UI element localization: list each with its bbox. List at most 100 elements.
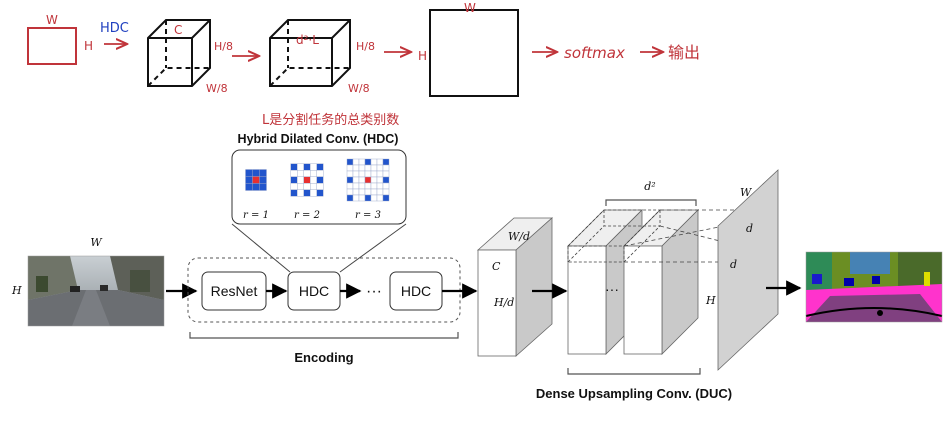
sketch-cube-1 bbox=[147, 19, 211, 87]
feature-w-label: W/d bbox=[508, 230, 530, 243]
grid-label-r2: r = 2 bbox=[294, 210, 320, 221]
grid-cell-r3 bbox=[352, 176, 360, 184]
grid-cell-r2 bbox=[297, 176, 304, 184]
grid-cell-r3 bbox=[364, 182, 372, 190]
grid-cell-r1 bbox=[259, 169, 267, 177]
hdc-panel-title: Hybrid Dilated Conv. (HDC) bbox=[238, 132, 399, 146]
output-label: 输出 bbox=[668, 43, 700, 62]
sketch-w-label: W bbox=[46, 13, 58, 27]
grid-cell-r3 bbox=[376, 164, 384, 172]
grid-cell-r3 bbox=[352, 164, 360, 172]
sketch-output-square bbox=[429, 9, 519, 97]
feature-h-label: H/d bbox=[493, 296, 514, 309]
grid-cell-r2 bbox=[290, 189, 298, 197]
grid-cell-r3 bbox=[358, 182, 366, 190]
grid-cell-r3 bbox=[352, 188, 360, 196]
grid-cell-r2 bbox=[303, 189, 311, 197]
grid-cell-r3 bbox=[346, 194, 354, 202]
output-h-label: H bbox=[705, 294, 716, 307]
hdc-grids bbox=[245, 158, 390, 202]
encoding-ellipsis: ··· bbox=[366, 283, 382, 300]
grid-cell-r3 bbox=[370, 164, 378, 172]
grid-cell-r3 bbox=[364, 170, 372, 178]
grid-cell-r3 bbox=[346, 158, 354, 166]
grid-cell-r3 bbox=[382, 182, 390, 190]
grid-cell-r3 bbox=[358, 176, 366, 184]
input-street-image bbox=[27, 255, 165, 327]
duc-ellipsis: ··· bbox=[605, 281, 619, 297]
input-w-label: W bbox=[90, 236, 103, 249]
note-total-classes: L是分割任务的总类别数 bbox=[262, 112, 399, 128]
grid-cell-r3 bbox=[358, 158, 366, 166]
cube1-w-label: W/8 bbox=[206, 82, 228, 95]
grid-cell-r3 bbox=[364, 164, 372, 172]
grid-cell-r1 bbox=[259, 183, 267, 191]
duc-brace bbox=[567, 368, 701, 375]
grid-label-r3: r = 3 bbox=[355, 210, 381, 221]
cube2-top-label: d²·L bbox=[296, 33, 319, 47]
sketch-h-label: H bbox=[84, 39, 93, 53]
grid-cell-r3 bbox=[352, 182, 360, 190]
grid-cell-r2 bbox=[297, 189, 304, 197]
grid-cell-r2 bbox=[297, 163, 304, 171]
grid-cell-r2 bbox=[316, 189, 324, 197]
grid-cell-r3 bbox=[346, 188, 354, 196]
grid-cell-r2 bbox=[310, 170, 317, 177]
grid-cell-r3 bbox=[352, 194, 360, 202]
handwritten-annotations: W H HDC C H/8 W/8 d²·L H/8 W/8 W H softm… bbox=[27, 1, 700, 128]
grid-label-r1: r = 1 bbox=[243, 210, 269, 221]
grid-cell-r2 bbox=[303, 163, 311, 171]
grid-cell-r3 bbox=[370, 158, 378, 166]
duc-label: Dense Upsampling Conv. (DUC) bbox=[536, 386, 732, 401]
grid-cell-r3 bbox=[364, 176, 372, 184]
grid-cell-r3 bbox=[376, 194, 384, 202]
grid-cell-r3 bbox=[382, 164, 390, 172]
grid-cell-r2 bbox=[303, 170, 311, 177]
panel-projection-left bbox=[231, 223, 291, 273]
grid-cell-r3 bbox=[382, 158, 390, 166]
duc-slab-2 bbox=[623, 209, 699, 355]
grid-cell-r2 bbox=[303, 176, 311, 184]
square-h-label: H bbox=[418, 49, 427, 63]
grid-cell-r3 bbox=[382, 170, 390, 178]
hdc-block-2-label: HDC bbox=[401, 283, 431, 299]
grid-cell-r2 bbox=[297, 183, 304, 190]
hdc-block-1-label: HDC bbox=[299, 283, 329, 299]
grid-cell-r1 bbox=[245, 176, 253, 184]
grid-cell-r1 bbox=[252, 169, 260, 177]
encoding-brace bbox=[189, 332, 459, 339]
grid-cell-r2 bbox=[290, 176, 298, 184]
grid-cell-r3 bbox=[370, 170, 378, 178]
grid-cell-r3 bbox=[376, 182, 384, 190]
grid-cell-r1 bbox=[245, 169, 253, 177]
square-w-label: W bbox=[464, 1, 476, 15]
grid-cell-r3 bbox=[358, 188, 366, 196]
grid-cell-r3 bbox=[376, 170, 384, 178]
grid-cell-r3 bbox=[346, 164, 354, 172]
grid-cell-r2 bbox=[297, 170, 304, 177]
softmax-label: softmax bbox=[564, 44, 625, 62]
grid-cell-r2 bbox=[310, 176, 317, 184]
output-d-label-1: d bbox=[746, 222, 753, 235]
grid-cell-r1 bbox=[259, 176, 267, 184]
cube1-h-label: H/8 bbox=[214, 40, 233, 53]
output-plane bbox=[717, 169, 779, 371]
grid-cell-r2 bbox=[303, 183, 311, 190]
input-sketch-rect bbox=[27, 27, 77, 65]
grid-cell-r3 bbox=[346, 182, 354, 190]
grid-cell-r3 bbox=[376, 158, 384, 166]
input-h-label: H bbox=[11, 284, 22, 297]
grid-cell-r2 bbox=[316, 183, 324, 190]
grid-cell-r2 bbox=[290, 183, 298, 190]
resnet-block-label: ResNet bbox=[211, 283, 258, 299]
panel-projection-right bbox=[339, 223, 407, 273]
grid-cell-r3 bbox=[346, 170, 354, 178]
grid-cell-r2 bbox=[310, 183, 317, 190]
duc-d2-brace bbox=[605, 199, 697, 206]
sketch-hdc-label: HDC bbox=[100, 21, 129, 36]
grid-cell-r3 bbox=[364, 194, 372, 202]
grid-cell-r3 bbox=[382, 188, 390, 196]
grid-cell-r2 bbox=[290, 170, 298, 177]
grid-cell-r3 bbox=[358, 164, 366, 172]
